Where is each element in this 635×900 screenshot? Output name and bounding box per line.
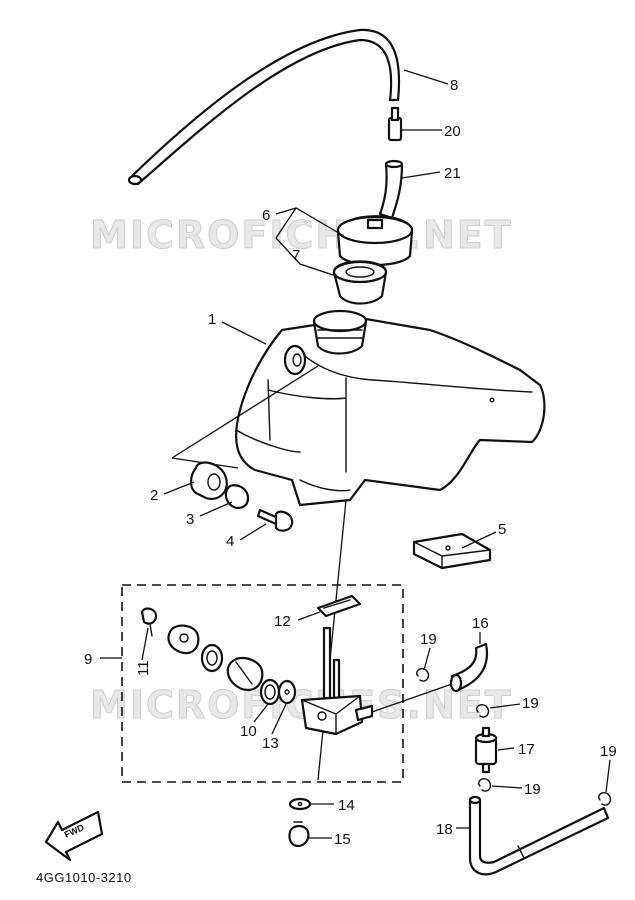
watermark-top: MICROFICHES.NET — [90, 213, 513, 257]
cock-lever — [226, 656, 264, 692]
svg-text:16: 16 — [472, 615, 489, 632]
svg-text:19: 19 — [420, 631, 437, 648]
fuel-cock-assembly-box — [121, 584, 404, 783]
callout-1: 1 — [208, 311, 267, 345]
callout-19a: 19 — [420, 631, 437, 671]
callout-19c: 19 — [491, 781, 541, 798]
svg-text:4: 4 — [226, 533, 234, 550]
svg-text:19: 19 — [522, 695, 539, 712]
diagram-code: 4GG1010-3210 — [36, 870, 132, 885]
svg-text:1: 1 — [208, 311, 216, 328]
svg-text:17: 17 — [518, 741, 535, 758]
callout-10: 10 — [240, 703, 269, 740]
svg-text:5: 5 — [498, 521, 506, 538]
fuel-filter — [474, 726, 498, 774]
callout-21: 21 — [401, 165, 461, 182]
leader-fuel-cock — [317, 499, 347, 781]
cock-plate-gasket — [316, 594, 362, 618]
hose-clip-1 — [416, 667, 430, 682]
collar — [224, 484, 250, 509]
damper — [189, 461, 228, 500]
fuel-hose — [468, 795, 610, 876]
forward-arrow-icon: FWD — [44, 810, 104, 862]
hose-joint — [387, 106, 403, 142]
callout-16: 16 — [472, 615, 489, 644]
callout-18: 18 — [436, 821, 470, 838]
svg-text:7: 7 — [292, 247, 300, 264]
callout-15: 15 — [308, 831, 351, 848]
svg-text:10: 10 — [240, 723, 257, 740]
svg-text:19: 19 — [524, 781, 541, 798]
svg-text:3: 3 — [186, 511, 194, 528]
svg-text:21: 21 — [444, 165, 461, 182]
mounting-bolt — [256, 508, 294, 532]
callout-12: 12 — [274, 611, 321, 630]
hose-clip-2 — [476, 703, 490, 718]
callout-20: 20 — [402, 123, 461, 140]
callout-6-7: 6 7 — [262, 207, 345, 277]
callout-3: 3 — [186, 501, 233, 528]
svg-text:8: 8 — [450, 77, 458, 94]
callout-5: 5 — [461, 521, 506, 549]
washer — [288, 797, 312, 811]
svg-text:13: 13 — [262, 735, 279, 752]
callout-8: 8 — [403, 69, 458, 94]
callout-19d: 19 — [600, 743, 617, 793]
hose-clip-3 — [478, 777, 492, 792]
callout-13: 13 — [262, 703, 287, 752]
svg-text:19: 19 — [600, 743, 617, 760]
tank-cap — [336, 215, 414, 267]
svg-text:6: 6 — [262, 207, 270, 224]
svg-text:15: 15 — [334, 831, 351, 848]
fuel-hose-elbow — [449, 642, 488, 693]
fuel-cock — [300, 626, 374, 736]
svg-text:18: 18 — [436, 821, 453, 838]
cap-gasket — [332, 260, 388, 305]
callout-2: 2 — [150, 481, 195, 504]
short-hose — [378, 159, 404, 220]
fuel-tank — [235, 309, 546, 507]
hose-clip-4 — [598, 791, 612, 806]
callout-11: 11 — [135, 627, 152, 676]
svg-text:11: 11 — [135, 660, 152, 676]
tank-pad — [412, 532, 492, 570]
cover-plate — [167, 624, 200, 655]
cock-gasket — [277, 679, 297, 705]
drain-screw — [288, 821, 310, 848]
small-screw — [140, 607, 158, 637]
svg-text:2: 2 — [150, 487, 158, 504]
svg-text:12: 12 — [274, 613, 291, 630]
svg-text:9: 9 — [84, 651, 92, 668]
svg-text:14: 14 — [338, 797, 355, 814]
svg-text:20: 20 — [444, 123, 461, 140]
callout-19b: 19 — [489, 695, 539, 712]
watermark-bottom: MICROFICHES.NET — [90, 683, 513, 727]
callout-4: 4 — [226, 523, 267, 550]
leader-tank-mount — [171, 365, 319, 459]
o-ring — [259, 678, 281, 706]
diaphragm — [200, 643, 224, 673]
breather-hose — [127, 28, 401, 186]
callout-14: 14 — [310, 797, 355, 814]
callout-9: 9 — [84, 651, 118, 668]
callout-17: 17 — [497, 741, 535, 758]
